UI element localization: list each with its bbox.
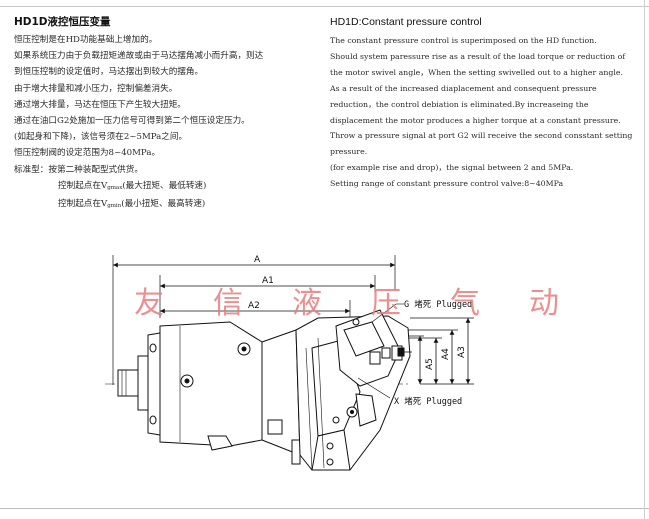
en-line: Throw a pressure signal at port G2 will … (330, 131, 633, 141)
right-rule (644, 0, 645, 519)
en-line: pressure. (330, 147, 368, 157)
cn-title: HD1D液控恒压变量 (14, 16, 111, 28)
en-line: displacement the motor produces a higher… (330, 115, 621, 125)
en-line: Setting range of constant pressure contr… (330, 179, 564, 189)
top-rule (0, 0, 649, 7)
cn-line: 到恒压控制的设定值时，马达摆出到较大的摆角。 (14, 67, 204, 78)
watermark-char: 动 (529, 286, 559, 321)
cn-line: 标准型：按第二种装配型式供货。 (14, 164, 143, 175)
pilot (137, 355, 149, 411)
watermark-char: 液 (292, 286, 322, 321)
english-description: HD1D:Constant pressure control The const… (330, 14, 636, 192)
en-line: (for example rise and drop)，the signal b… (330, 163, 574, 173)
watermark-char: 友 (134, 286, 164, 321)
callout-g-label: G 堵死 Plugged (404, 299, 472, 310)
dim-a4-label: A4 (441, 348, 451, 360)
cn-line: 恒压控制是在HD功能基础上增加的。 (14, 35, 158, 45)
shaft (117, 369, 139, 397)
cn-line: (如起身和下降)，该信号须在2~5MPa之间。 (14, 132, 188, 143)
cn-line: 恒压控制阀的设定范围为8~40MPa。 (14, 148, 161, 159)
en-line: the motor swivel angle，When the setting … (330, 67, 623, 77)
en-line: The constant pressure control is superim… (330, 36, 597, 45)
bottom-rule (0, 508, 649, 509)
callout-x-label: X 堵死 Plugged (394, 396, 462, 407)
en-line: As a result of the increased diaplacemen… (330, 83, 597, 93)
cn-line: 通过增大排量，马达在恒压下产生较大扭矩。 (14, 99, 186, 110)
en-title: HD1D:Constant pressure control (330, 16, 482, 28)
cn-line: 如果系统压力由于负载扭矩递故或由于马达摆角减小而升高，则达 (14, 51, 264, 62)
dim-a2-label: A2 (248, 301, 260, 311)
dim-a5-label: A5 (425, 358, 435, 370)
en-line: Should system paressure rise as a result… (330, 51, 626, 61)
watermark-char: 信 (213, 286, 243, 321)
cn-indent-line-1: 控制起点在Vgmax(最大扭矩、最低转速) (58, 180, 207, 191)
cn-line: 由于增大排量和减小压力，控制偏差消失。 (14, 83, 178, 94)
chinese-description: HD1D液控恒压变量 恒压控制是在HD功能基础上增加的。 如果系统压力由于负载扭… (14, 14, 314, 214)
cn-line: 通过在油口G2处施加一压力信号可得到第二个恒压设定压力。 (14, 116, 250, 127)
dim-a1-label: A1 (262, 276, 274, 286)
leader-g (371, 303, 397, 323)
dim-a3-label: A3 (457, 346, 467, 358)
cn-indent-line-2: 控制起点在Vgmin(最小扭矩、最高转速) (58, 199, 206, 210)
dim-a-label: A (254, 255, 261, 265)
en-line: reduction，the control debiation is elimi… (330, 99, 589, 109)
motor-housing (159, 321, 263, 447)
motor-neck (261, 329, 301, 456)
watermark-char: 气 (450, 286, 480, 321)
watermark-char: 压 (371, 286, 401, 321)
leader-x (357, 377, 391, 399)
